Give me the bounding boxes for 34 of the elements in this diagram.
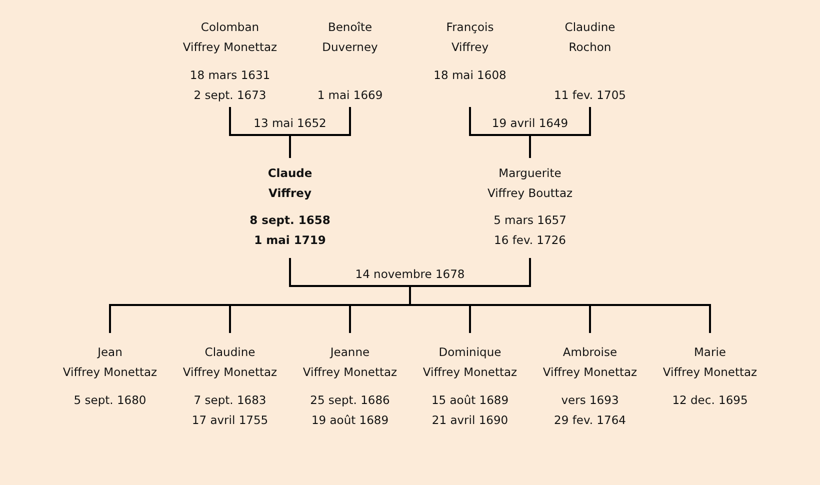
- date-text: 7 sept. 1683: [194, 392, 266, 409]
- person-name: Claude Viffrey: [268, 165, 312, 202]
- connector-line: [529, 107, 591, 158]
- date-text: 5 sept. 1680: [74, 392, 146, 409]
- date-text: 17 avril 1755: [192, 412, 268, 429]
- person-name: Claudine Rochon: [564, 19, 616, 56]
- person-name: Claudine Viffrey Monettaz: [182, 344, 278, 381]
- date-text: 25 sept. 1686: [310, 392, 390, 409]
- date-text: vers 1693: [561, 392, 619, 409]
- person-name: Benoîte Duverney: [322, 19, 378, 56]
- person-name: Marie Viffrey Monettaz: [662, 344, 758, 381]
- date-text: 18 mars 1631: [190, 67, 270, 84]
- person-name: Marguerite Viffrey Bouttaz: [487, 165, 573, 202]
- person-name: François Viffrey: [446, 19, 494, 56]
- date-text: 2 sept. 1673: [194, 87, 266, 104]
- date-text: 21 avril 1690: [432, 412, 508, 429]
- date-text: 1 mai 1719: [254, 232, 326, 249]
- date-text: 1 mai 1669: [317, 87, 383, 104]
- date-text: 29 fev. 1764: [554, 412, 626, 429]
- date-text: 15 août 1689: [431, 392, 509, 409]
- person-name: Colomban Viffrey Monettaz: [182, 19, 278, 56]
- date-text: 19 août 1689: [311, 412, 389, 429]
- date-text: 12 dec. 1695: [672, 392, 748, 409]
- date-text: 18 mai 1608: [434, 67, 506, 84]
- date-text: 8 sept. 1658: [250, 212, 330, 229]
- person-name: Jeanne Viffrey Monettaz: [302, 344, 398, 381]
- person-name: Dominique Viffrey Monettaz: [422, 344, 518, 381]
- connector-line: [409, 258, 711, 333]
- person-name: Jean Viffrey Monettaz: [62, 344, 158, 381]
- date-text: 5 mars 1657: [494, 212, 566, 229]
- date-text: 16 fev. 1726: [494, 232, 566, 249]
- connector-line: [289, 107, 351, 158]
- date-text: 11 fev. 1705: [554, 87, 626, 104]
- person-name: Ambroise Viffrey Monettaz: [542, 344, 638, 381]
